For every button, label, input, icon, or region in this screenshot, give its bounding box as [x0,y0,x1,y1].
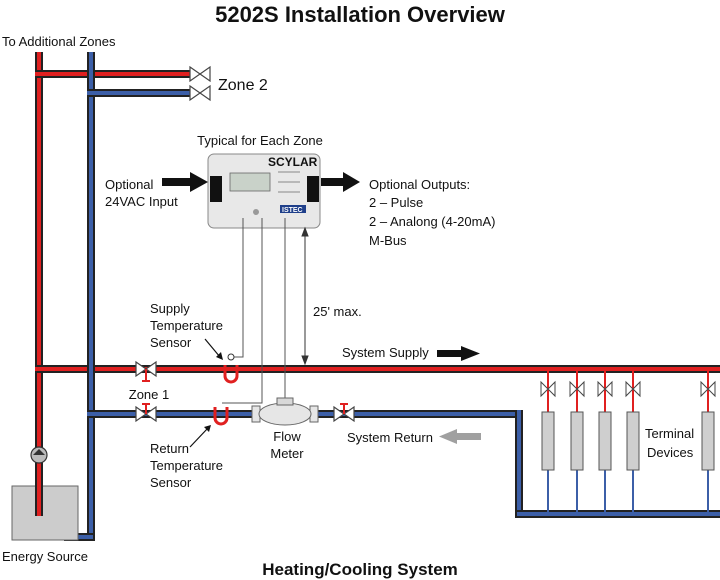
system-supply-arrow-icon [437,346,480,361]
supply-sensor-line-2: Temperature [150,318,223,333]
terminal-devices [540,371,716,513]
return-sensor-line-3: Sensor [150,475,192,490]
zone2-label: Zone 2 [218,77,268,94]
zone2-valves [189,65,211,102]
terminal-valve-icon [700,380,716,398]
energy-source-label: Energy Source [2,549,88,564]
optional-outputs-line-2: 2 – Pulse [369,195,423,210]
input-arrow-icon [162,172,208,192]
return-sensor-icon [213,407,229,426]
system-return-arrow-icon [439,429,481,444]
zone1-label: Zone 1 [129,387,169,402]
terminal-valve-icon [569,380,585,398]
max-distance-label: 25' max. [313,304,362,319]
zone1-return-valve-icon [135,403,157,423]
terminal-device [625,371,641,513]
optional-input-line-2: 24VAC Input [105,194,178,209]
return-sensor-line-2: Temperature [150,458,223,473]
zone1-supply-valve-icon [135,360,157,382]
system-supply-label: System Supply [342,345,429,360]
sensor-wires [222,218,286,404]
diagram-title: 5202S Installation Overview [215,2,506,27]
flow-meter-icon [251,397,319,426]
return-sensor-pointer-icon [189,425,211,448]
output-arrow-icon [321,172,360,192]
terminal-valve-icon [625,380,641,398]
terminal-devices-line-2: Devices [647,445,694,460]
supply-pipes [35,52,720,514]
terminal-valve-icon [597,380,613,398]
optional-outputs-line-3: 2 – Analong (4-20mA) [369,214,495,229]
system-return-label: System Return [347,430,433,445]
flow-meter-line-2: Meter [270,446,304,461]
optional-outputs-line-4: M-Bus [369,233,407,248]
terminal-valve-icon [540,380,556,398]
supply-sensor-icon [223,353,239,384]
flow-meter-line-1: Flow [273,429,301,444]
terminal-device [540,371,556,513]
energy-source-box [11,485,79,541]
optional-input-line-1: Optional [105,177,154,192]
return-sensor-line-1: Return [150,441,189,456]
optional-outputs-line-1: Optional Outputs: [369,177,470,192]
scylar-meter-device: SCYLAR ISTEC [207,153,321,229]
terminal-devices-line-1: Terminal [645,426,694,441]
terminal-device [597,371,613,513]
diagram-footer: Heating/Cooling System [262,560,458,579]
supply-sensor-line-1: Supply [150,301,190,316]
typical-zone-label: Typical for Each Zone [197,133,323,148]
terminal-device [569,371,585,513]
terminal-device [700,371,716,513]
device-brand: SCYLAR [268,155,318,169]
supply-sensor-line-3: Sensor [150,335,192,350]
system-return-valve-icon [333,403,355,423]
additional-zones-label: To Additional Zones [2,34,116,49]
device-maker: ISTEC [282,207,303,214]
supply-sensor-pointer-icon [204,338,223,360]
max-distance-indicator [301,226,309,366]
